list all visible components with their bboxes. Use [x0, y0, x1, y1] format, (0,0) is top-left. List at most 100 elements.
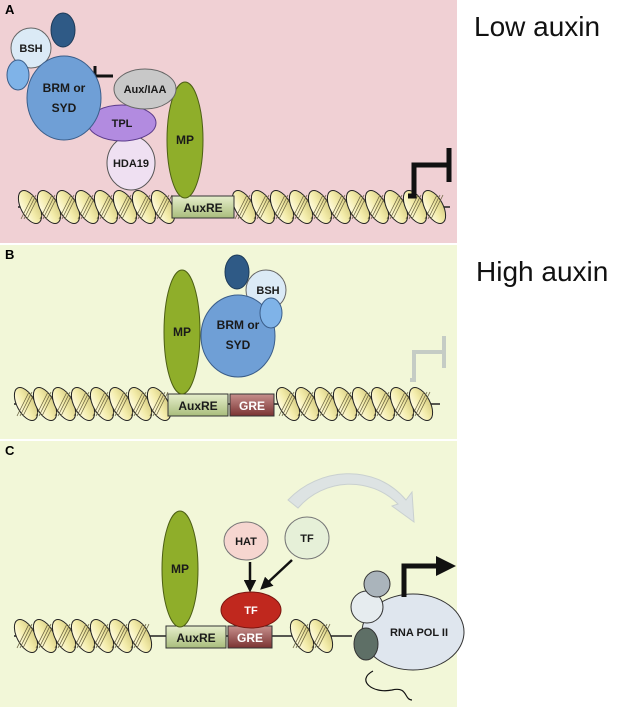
auxre-label: AuxRE: [178, 399, 217, 413]
panel-c-auxre-element: AuxRE: [165, 625, 227, 649]
mp-label: MP: [171, 562, 189, 576]
nucleosome-stripe: [300, 391, 314, 417]
nucleosome-stripe: [38, 623, 52, 649]
nucleosome-stripe: [370, 194, 384, 220]
nucleosome-stripe: [111, 623, 125, 649]
nucleosome-stripe: [76, 391, 90, 417]
nucleosome-stripe: [20, 194, 34, 220]
nucleosome-stripe: [317, 623, 331, 649]
aux-iaa-protein: [113, 68, 177, 110]
nucleosome-stripe: [19, 623, 33, 649]
nucleosome-stripe: [332, 194, 346, 220]
gre-box: [229, 393, 275, 417]
active-promoter-arrowhead: [436, 556, 456, 576]
nucleosome-stripe: [338, 391, 352, 417]
auxre-box: [167, 393, 229, 417]
brm-syd-protein: [26, 55, 102, 141]
tf-bound-protein: [220, 591, 282, 629]
panel-c-gre-element: GRE: [227, 625, 273, 649]
hat-label: HAT: [235, 536, 257, 548]
nucleosome-stripe: [96, 194, 110, 220]
nucleosome-stripe: [395, 391, 409, 417]
nucleosome-stripe: [57, 623, 71, 649]
nucleosome-stripe: [118, 194, 132, 220]
panel-c-dna-fiber: [13, 619, 352, 653]
nucleosome-group-left: [13, 387, 172, 421]
nucleosome-single: [289, 619, 334, 653]
nucleosome-stripe: [61, 194, 75, 220]
mp-protein: [166, 81, 204, 199]
nucleosome-group-right: [231, 190, 447, 224]
nucleosome-stripe: [424, 194, 438, 220]
gre-label: GRE: [239, 399, 265, 413]
brm-dark-subunit: [50, 12, 76, 48]
panel-c-background: [0, 440, 457, 707]
nucleosome-stripe: [80, 194, 94, 220]
auxre-box: [165, 625, 227, 649]
mp-protein: [163, 269, 201, 395]
panel-b: B High auxin AuxRE GRE MP BSH BRM or SYD: [0, 243, 608, 440]
nucleosome-group-left: [13, 619, 153, 653]
rna-pol-ii-label: RNA POL II: [390, 627, 448, 639]
nucleosome-stripe: [137, 194, 151, 220]
nucleosome-stripe: [77, 194, 91, 220]
nucleosome-stripe: [16, 623, 30, 649]
brm-label-line1: BRM or: [217, 318, 260, 332]
tf-binding-arrow: [260, 559, 293, 590]
nucleosome-stripe: [54, 391, 68, 417]
nucleosome-stripe: [411, 391, 425, 417]
nucleosome-stripe: [159, 194, 173, 220]
nucleosome-stripe: [95, 623, 109, 649]
nucleosome-stripe: [348, 194, 362, 220]
nucleosome-stripe: [392, 391, 406, 417]
auxre-box: [171, 195, 235, 219]
bsh-label: BSH: [256, 285, 279, 297]
tf-bound-label: TF: [244, 605, 258, 617]
nucleosome-stripe: [153, 194, 167, 220]
nucleosome-stripe: [16, 391, 30, 417]
panel-a-dna-fiber: [17, 190, 450, 224]
nucleosome-stripe: [42, 194, 56, 220]
nucleosome-stripe: [114, 391, 128, 417]
bsh-protein: [10, 27, 52, 69]
nucleosome-stripe: [136, 623, 150, 649]
gre-label: GRE: [237, 631, 263, 645]
nucleosome-stripe: [367, 194, 381, 220]
nucleosome-stripe: [294, 194, 308, 220]
nucleosome-stripe: [99, 194, 113, 220]
nucleosome-stripe: [54, 623, 68, 649]
nucleosome-stripe: [405, 194, 419, 220]
nucleosome-stripe: [73, 623, 87, 649]
panel-b-gre-element: GRE: [229, 393, 275, 417]
nucleosome-stripe: [152, 391, 166, 417]
nucleosome-stripe: [114, 623, 128, 649]
nucleosome-stripe: [35, 391, 49, 417]
brm-label-line2: SYD: [52, 101, 77, 115]
nucleosome-stripe: [58, 194, 72, 220]
nucleosome-stripe: [275, 194, 289, 220]
nucleosome-stripe: [389, 194, 403, 220]
nucleosome-stripe: [354, 391, 368, 417]
nucleosome-stripe: [335, 391, 349, 417]
nucleosome-stripe: [155, 391, 169, 417]
brm-dark-subunit: [224, 254, 250, 290]
nucleosome-group-left: [17, 190, 176, 224]
panel-c: C AuxRE GRE MP HAT TF TF: [0, 439, 465, 707]
nucleosome-stripe: [253, 194, 267, 220]
nucleosome-stripe: [351, 194, 365, 220]
nucleosome-stripe: [149, 391, 163, 417]
nucleosome-stripe: [133, 391, 147, 417]
nucleosome-stripe: [19, 391, 33, 417]
nucleosome-stripe: [95, 391, 109, 417]
mp-protein: [161, 510, 199, 628]
rna-transcript-tail: [365, 670, 413, 701]
nucleosome-stripe: [133, 623, 147, 649]
nucleosome-stripe: [314, 623, 328, 649]
auxre-label: AuxRE: [183, 201, 222, 215]
panel-a: A Low auxin AuxRE MP HDA19 TPL Aux/IAA: [0, 0, 600, 244]
nucleosome-stripe: [156, 194, 170, 220]
nucleosome-stripe: [291, 194, 305, 220]
hda19-label: HDA19: [113, 158, 149, 170]
